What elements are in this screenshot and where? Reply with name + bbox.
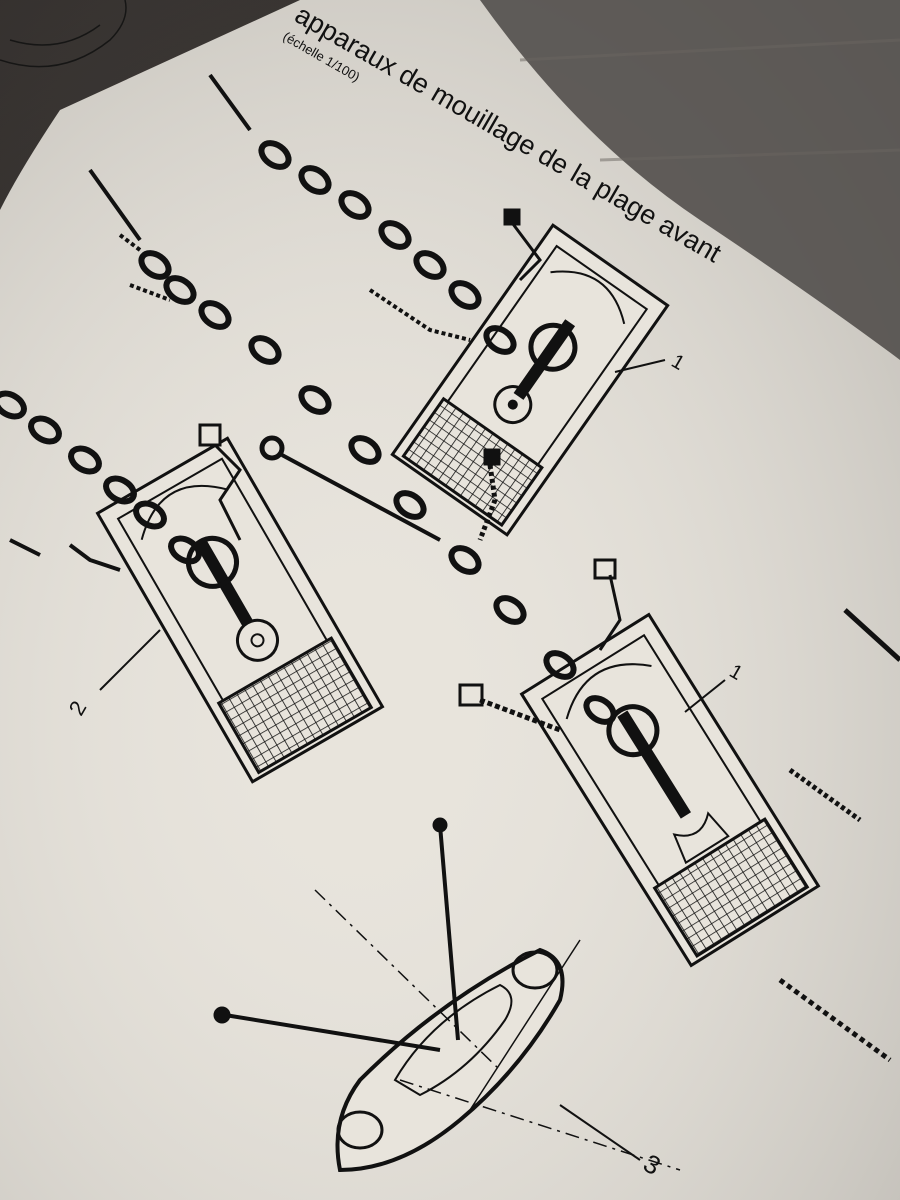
boat-drawing [213, 817, 681, 1173]
background-object [480, 0, 900, 360]
windlass-unit-middle [519, 612, 821, 968]
anchor-chain-left [0, 390, 202, 565]
callout-leaders [99, 359, 726, 1161]
anchor-chain-top [208, 73, 517, 355]
small-fittings [9, 208, 900, 1063]
compass-drawing [0, 0, 127, 68]
anchor-chain-middle [88, 168, 617, 725]
windlass-unit-top [390, 223, 670, 537]
windlass-unit-left [95, 436, 385, 784]
